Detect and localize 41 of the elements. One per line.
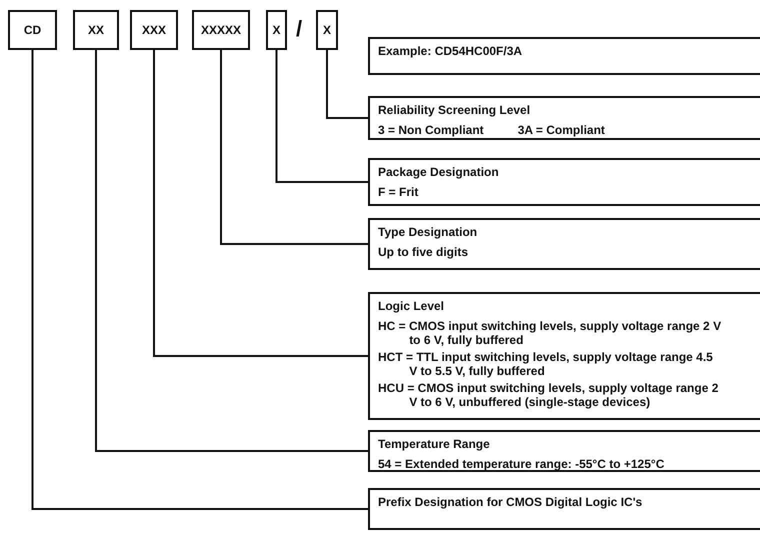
description-panel bbox=[368, 430, 760, 472]
code-field-box bbox=[8, 10, 57, 50]
leader-line bbox=[326, 50, 368, 119]
code-field-text: XX bbox=[88, 23, 104, 37]
description-panel bbox=[368, 292, 760, 420]
separator-slash: / bbox=[296, 16, 302, 42]
leader-line bbox=[153, 50, 368, 357]
panel-heading: Type Designation bbox=[378, 225, 478, 239]
code-meaning: HCT = TTL input switching levels, supply voltage range 4.5 V to 5.5 V, fully buffered bbox=[378, 350, 714, 378]
description-panel bbox=[368, 488, 760, 530]
code-meaning: HC = CMOS input switching levels, supply voltage range 2 V to 6 V, fully buffered bbox=[378, 319, 722, 347]
code-field-text: XXXXX bbox=[200, 23, 242, 37]
code-meaning: Up to five digits bbox=[378, 245, 469, 259]
panel-heading: Logic Level bbox=[378, 299, 446, 313]
code-field-text: X bbox=[272, 23, 280, 37]
panel-text: Example: CD54HC00F/3A bbox=[378, 44, 524, 58]
code-meaning: 3 = Non Compliant bbox=[378, 123, 484, 137]
panel-heading: Package Designation bbox=[378, 165, 500, 179]
code-field-text: X bbox=[322, 23, 331, 37]
code-field-box bbox=[73, 10, 119, 50]
code-field-text: XXX bbox=[142, 23, 166, 37]
leader-line bbox=[95, 50, 368, 452]
panel-text: Prefix Designation for CMOS Digital Logic IC's bbox=[378, 495, 644, 509]
code-field-box bbox=[130, 10, 178, 50]
code-field-box bbox=[316, 10, 338, 50]
code-field-box bbox=[266, 10, 287, 50]
description-panel bbox=[368, 218, 760, 270]
panel-heading: Temperature Range bbox=[378, 437, 491, 451]
code-meaning: HCU = CMOS input switching levels, supply voltage range 2 V to 6 V, unbuffered (single-stage devices) bbox=[378, 381, 720, 409]
leader-line bbox=[276, 50, 368, 183]
panel-heading: Reliability Screening Level bbox=[378, 103, 532, 117]
code-meaning: F = Frit bbox=[378, 185, 420, 199]
description-panel bbox=[368, 158, 760, 206]
description-panel bbox=[368, 37, 760, 75]
code-meaning: 54 = Extended temperature range: -55°C to +125°C bbox=[378, 457, 666, 471]
leader-line bbox=[220, 50, 368, 245]
description-panel bbox=[368, 96, 760, 140]
code-meaning: 3A = Compliant bbox=[518, 123, 605, 137]
code-field-text: CD bbox=[24, 23, 42, 37]
leader-line bbox=[32, 50, 368, 510]
code-field-box bbox=[192, 10, 250, 50]
